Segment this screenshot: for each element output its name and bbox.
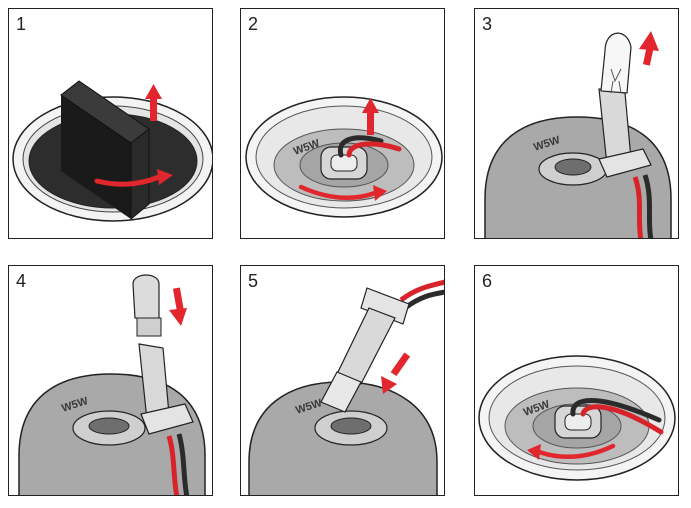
lamp-housing [248, 381, 438, 495]
w5w-bulb [600, 32, 632, 94]
step-1-illustration [12, 80, 212, 222]
step-number: 3 [482, 14, 493, 34]
step-panel-5: 5 W5W [240, 265, 445, 496]
up-arrow [362, 98, 379, 135]
rotate-arrow [94, 169, 173, 187]
step-6-illustration: W5W [478, 355, 676, 481]
step-number: 6 [482, 271, 493, 291]
step-number: 2 [248, 14, 259, 34]
w5w-bulb [320, 371, 362, 413]
up-arrow [145, 84, 162, 121]
wires [166, 433, 190, 495]
bulb-socket [320, 146, 368, 180]
step-panel-4: 4 W5W [8, 265, 213, 496]
wires [570, 398, 664, 435]
lamp-housing [484, 116, 672, 238]
step-3-illustration: W5W [484, 31, 672, 238]
bulb-holder [598, 88, 652, 178]
step-panel-3: 3 W5W [474, 8, 679, 239]
rotate-arrow [298, 184, 387, 201]
wires [337, 135, 402, 158]
down-arrow [169, 287, 187, 326]
step-number: 4 [16, 271, 27, 291]
step-panel-1: 1 [8, 8, 213, 239]
down-arrow [381, 352, 411, 394]
up-arrow [639, 31, 659, 66]
w5w-bulb [132, 274, 162, 337]
step-number: 1 [16, 14, 27, 34]
step-5-illustration: W5W [248, 279, 444, 495]
step-number: 5 [248, 271, 259, 291]
bulb-holder [336, 287, 410, 385]
bulb-socket [554, 405, 602, 439]
step-panel-2: 2 W5W [240, 8, 445, 239]
step-4-illustration: W5W [18, 274, 206, 495]
step-panel-6: 6 W5W [474, 265, 679, 496]
rotate-arrow [527, 443, 616, 460]
bulb-holder [138, 343, 194, 435]
wires [632, 174, 654, 238]
step-2-illustration: W5W [245, 96, 443, 218]
